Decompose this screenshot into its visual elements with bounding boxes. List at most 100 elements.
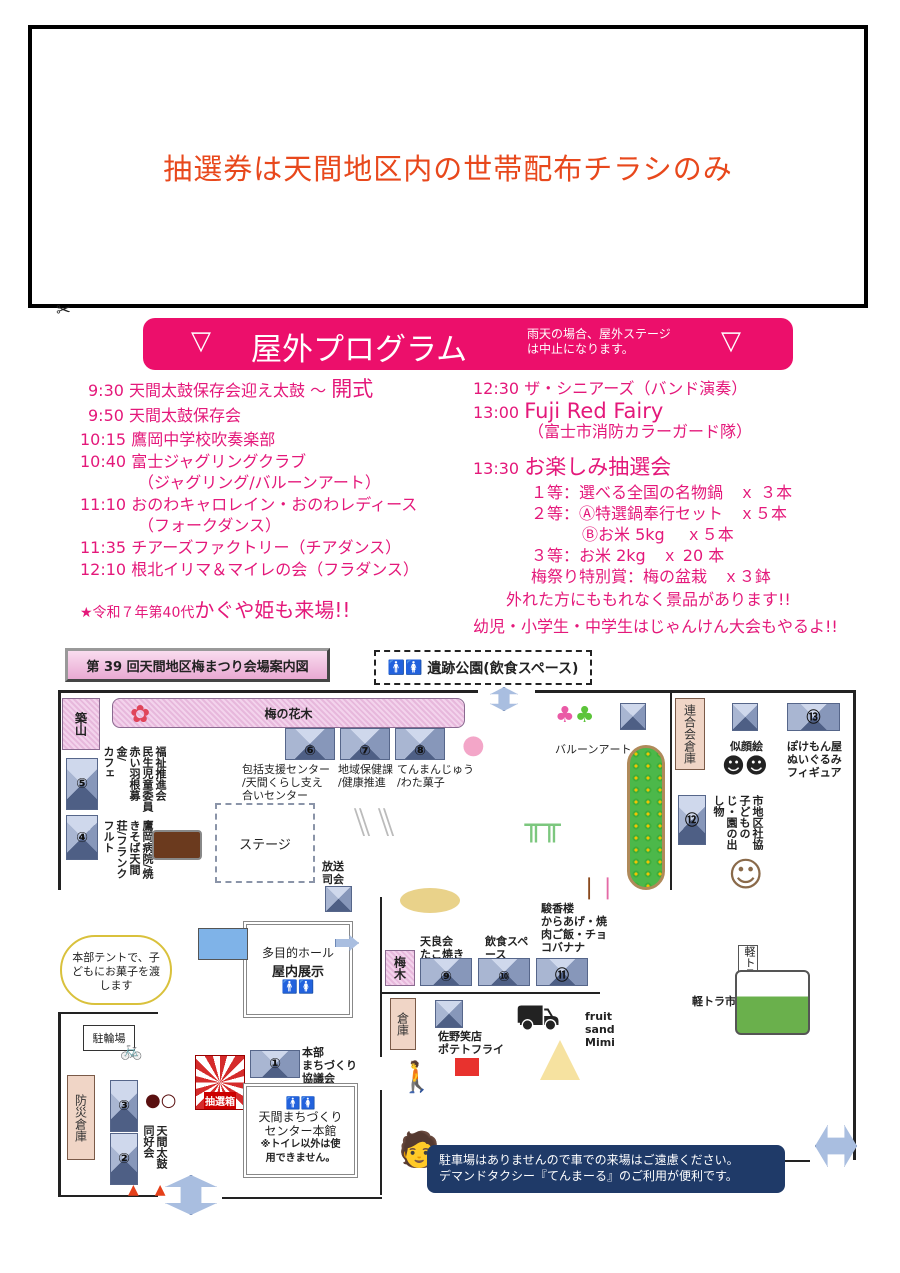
label-line: 駿香楼: [541, 902, 574, 915]
label-line: カフェ: [102, 746, 115, 779]
hq-label: 本部まちづくり協議会: [302, 1046, 357, 1085]
label-line: からあげ・焼: [541, 915, 607, 928]
prize: ２等：Ⓐ特選鍋奉行セット ｘ５本: [531, 504, 788, 523]
label-line: 子どもの: [738, 795, 751, 839]
wall: [380, 1090, 382, 1195]
label-line: ※トイレ以外は使: [260, 1138, 341, 1150]
plum-tree: 梅木: [385, 950, 415, 986]
kei-truck-icon: [735, 970, 810, 1035]
hall-exhibit: 屋内展示: [271, 965, 324, 980]
label-line: 市地区社協: [751, 795, 764, 850]
label-line: 同好会: [142, 1125, 155, 1158]
booth-8-label: てんまんじゅう/わた菓子: [397, 763, 474, 789]
rain-note: 雨天の場合、屋外ステージは中止になります。: [527, 327, 671, 357]
label-line: てんまんじゅう: [397, 763, 474, 776]
booth-13-label: ぽけもん屋ぬいぐるみフィギュア: [787, 740, 842, 779]
booth-12: ⑫: [678, 795, 706, 845]
booth-7-label: 地域保健課/健康推進: [338, 763, 393, 789]
prize: １等：選べる全国の名物鍋 ｘ ３本: [531, 483, 793, 502]
rain-note-line: 雨天の場合、屋外ステージ: [527, 327, 671, 341]
label-line: ース: [485, 948, 507, 961]
chocolate-banana-icon: ❘❘: [580, 875, 617, 900]
label-line: 出し物: [712, 795, 738, 850]
program-sub: （フォークダンス）: [138, 516, 282, 535]
cone-icon: ▲▲: [128, 1182, 166, 1198]
wall: [222, 1197, 382, 1199]
lottery-box: 抽選箱: [195, 1055, 245, 1110]
kaguya-note: ★令和７年第40代かぐや姫も来場!!: [80, 600, 350, 623]
kei-truck-label: 軽トラ市: [692, 995, 736, 1008]
label-line: sand: [585, 1023, 615, 1036]
booth-10-label: 飲食スペース: [485, 935, 528, 961]
wall: [58, 690, 478, 693]
parking-notice: 駐車場はありませんので車での来場はご遠慮ください。デマンドタクシー『てんまーる』…: [427, 1145, 785, 1193]
label-line: 天間荘/: [115, 820, 141, 875]
restroom-icon: 🚺: [405, 659, 423, 676]
portrait-booth: [732, 703, 758, 731]
wall: [58, 1012, 158, 1014]
label-line: 鷹岡病院/: [141, 820, 154, 869]
stage: ステージ: [215, 803, 315, 883]
label-line: /天間くらし支え: [242, 776, 323, 789]
triangle-marker-icon: ▽: [191, 326, 211, 356]
booth-10: ⑩: [478, 958, 530, 986]
program-time: 12:30: [473, 379, 520, 398]
triangle-marker-icon: ▽: [721, 326, 741, 356]
label-line: 佐野笑店: [438, 1030, 482, 1043]
program-text: 根北イリマ＆マイレの会（フラダンス）: [131, 560, 419, 579]
program-item: 13:30 お楽しみ抽選会: [473, 457, 671, 479]
yakisoba-icon: [152, 830, 202, 860]
tsukiyama: 築山: [62, 698, 100, 750]
wall: [58, 1012, 61, 1197]
exhibit-board-icon: [198, 928, 248, 960]
broadcast-label: 放送司会: [322, 860, 344, 886]
parking-note-line: デマンドタクシー『てんまーる』のご利用が便利です。: [439, 1169, 738, 1183]
label-line: /健康推進: [338, 776, 386, 789]
booth-5: ⑤: [66, 758, 98, 810]
fries-icon: [455, 1058, 479, 1076]
program-time: 13:30: [473, 459, 520, 478]
wall: [535, 690, 855, 693]
program-text: ザ・シニアーズ（バンド演奏）: [524, 379, 748, 398]
label-line: 本部: [302, 1046, 324, 1059]
booth-3: ③: [110, 1080, 138, 1132]
program-item: 12:10 根北イリマ＆マイレの会（フラダンス）: [80, 560, 419, 580]
booth-6: ⑥: [285, 728, 335, 760]
program-sub: （ジャグリング/バルーンアート）: [138, 473, 381, 492]
bicycle-icon: 🚲: [120, 1040, 143, 1061]
rain-note-line: は中止になります。: [527, 342, 634, 356]
label-line: 飲食スペ: [485, 935, 529, 948]
label-line: 用できません。: [265, 1152, 336, 1164]
booth-1: ①: [250, 1050, 300, 1078]
community-center: 🚹🚺 天間まちづくり センター本館 ※トイレ以外は使 用できません。: [243, 1083, 358, 1178]
side-entrance-arrow-icon: [815, 1125, 857, 1167]
label-line: 福祉推進会: [154, 746, 167, 801]
label-line: まちづくり: [302, 1059, 357, 1072]
outdoor-program-banner: ▽ 屋外プログラム 雨天の場合、屋外ステージは中止になります。 ▽: [143, 318, 793, 370]
label-line: 赤い羽根募金/: [115, 746, 141, 801]
balloon-label: バルーンアート: [555, 743, 632, 756]
broadcast-booth: [325, 886, 352, 912]
wall: [380, 992, 600, 994]
label-line: 包括支援センター: [242, 763, 330, 776]
label-line: 天間太鼓: [155, 1125, 168, 1169]
program-item: 9:30 天間太鼓保存会迎え太鼓 ～ 開式: [88, 379, 373, 401]
label-line: 民生児童委員: [141, 746, 154, 812]
booth-9: ⑨: [420, 958, 472, 986]
program-item: 13:00 Fuji Red Fairy: [473, 401, 663, 423]
janken-note: 幼児・小学生・中学生はじゃんけん大会もやるよ!!: [473, 617, 838, 636]
ruins-park: 🚹🚺 遺跡公園(飲食スペース): [374, 650, 592, 685]
disaster-storage: 防災倉庫: [67, 1075, 95, 1160]
label-line: 天間まちづくり: [258, 1109, 343, 1124]
table-icon: ╥╥: [524, 808, 561, 843]
program-item: 10:15 鷹岡中学校吹奏楽部: [80, 430, 275, 450]
program-time: 11:10: [80, 495, 127, 514]
program-text: Fuji Red Fairy: [524, 399, 664, 423]
label-line: フランクフルト: [102, 820, 128, 880]
booth-11-label: 駿香楼からあげ・焼肉ご飯・チョコバナナ: [541, 902, 607, 954]
wall: [58, 1195, 158, 1197]
program-text: 天間太鼓保存会迎え太鼓 ～: [129, 381, 327, 400]
hall-name: 多目的ホール: [261, 946, 334, 960]
wall: [58, 690, 61, 890]
